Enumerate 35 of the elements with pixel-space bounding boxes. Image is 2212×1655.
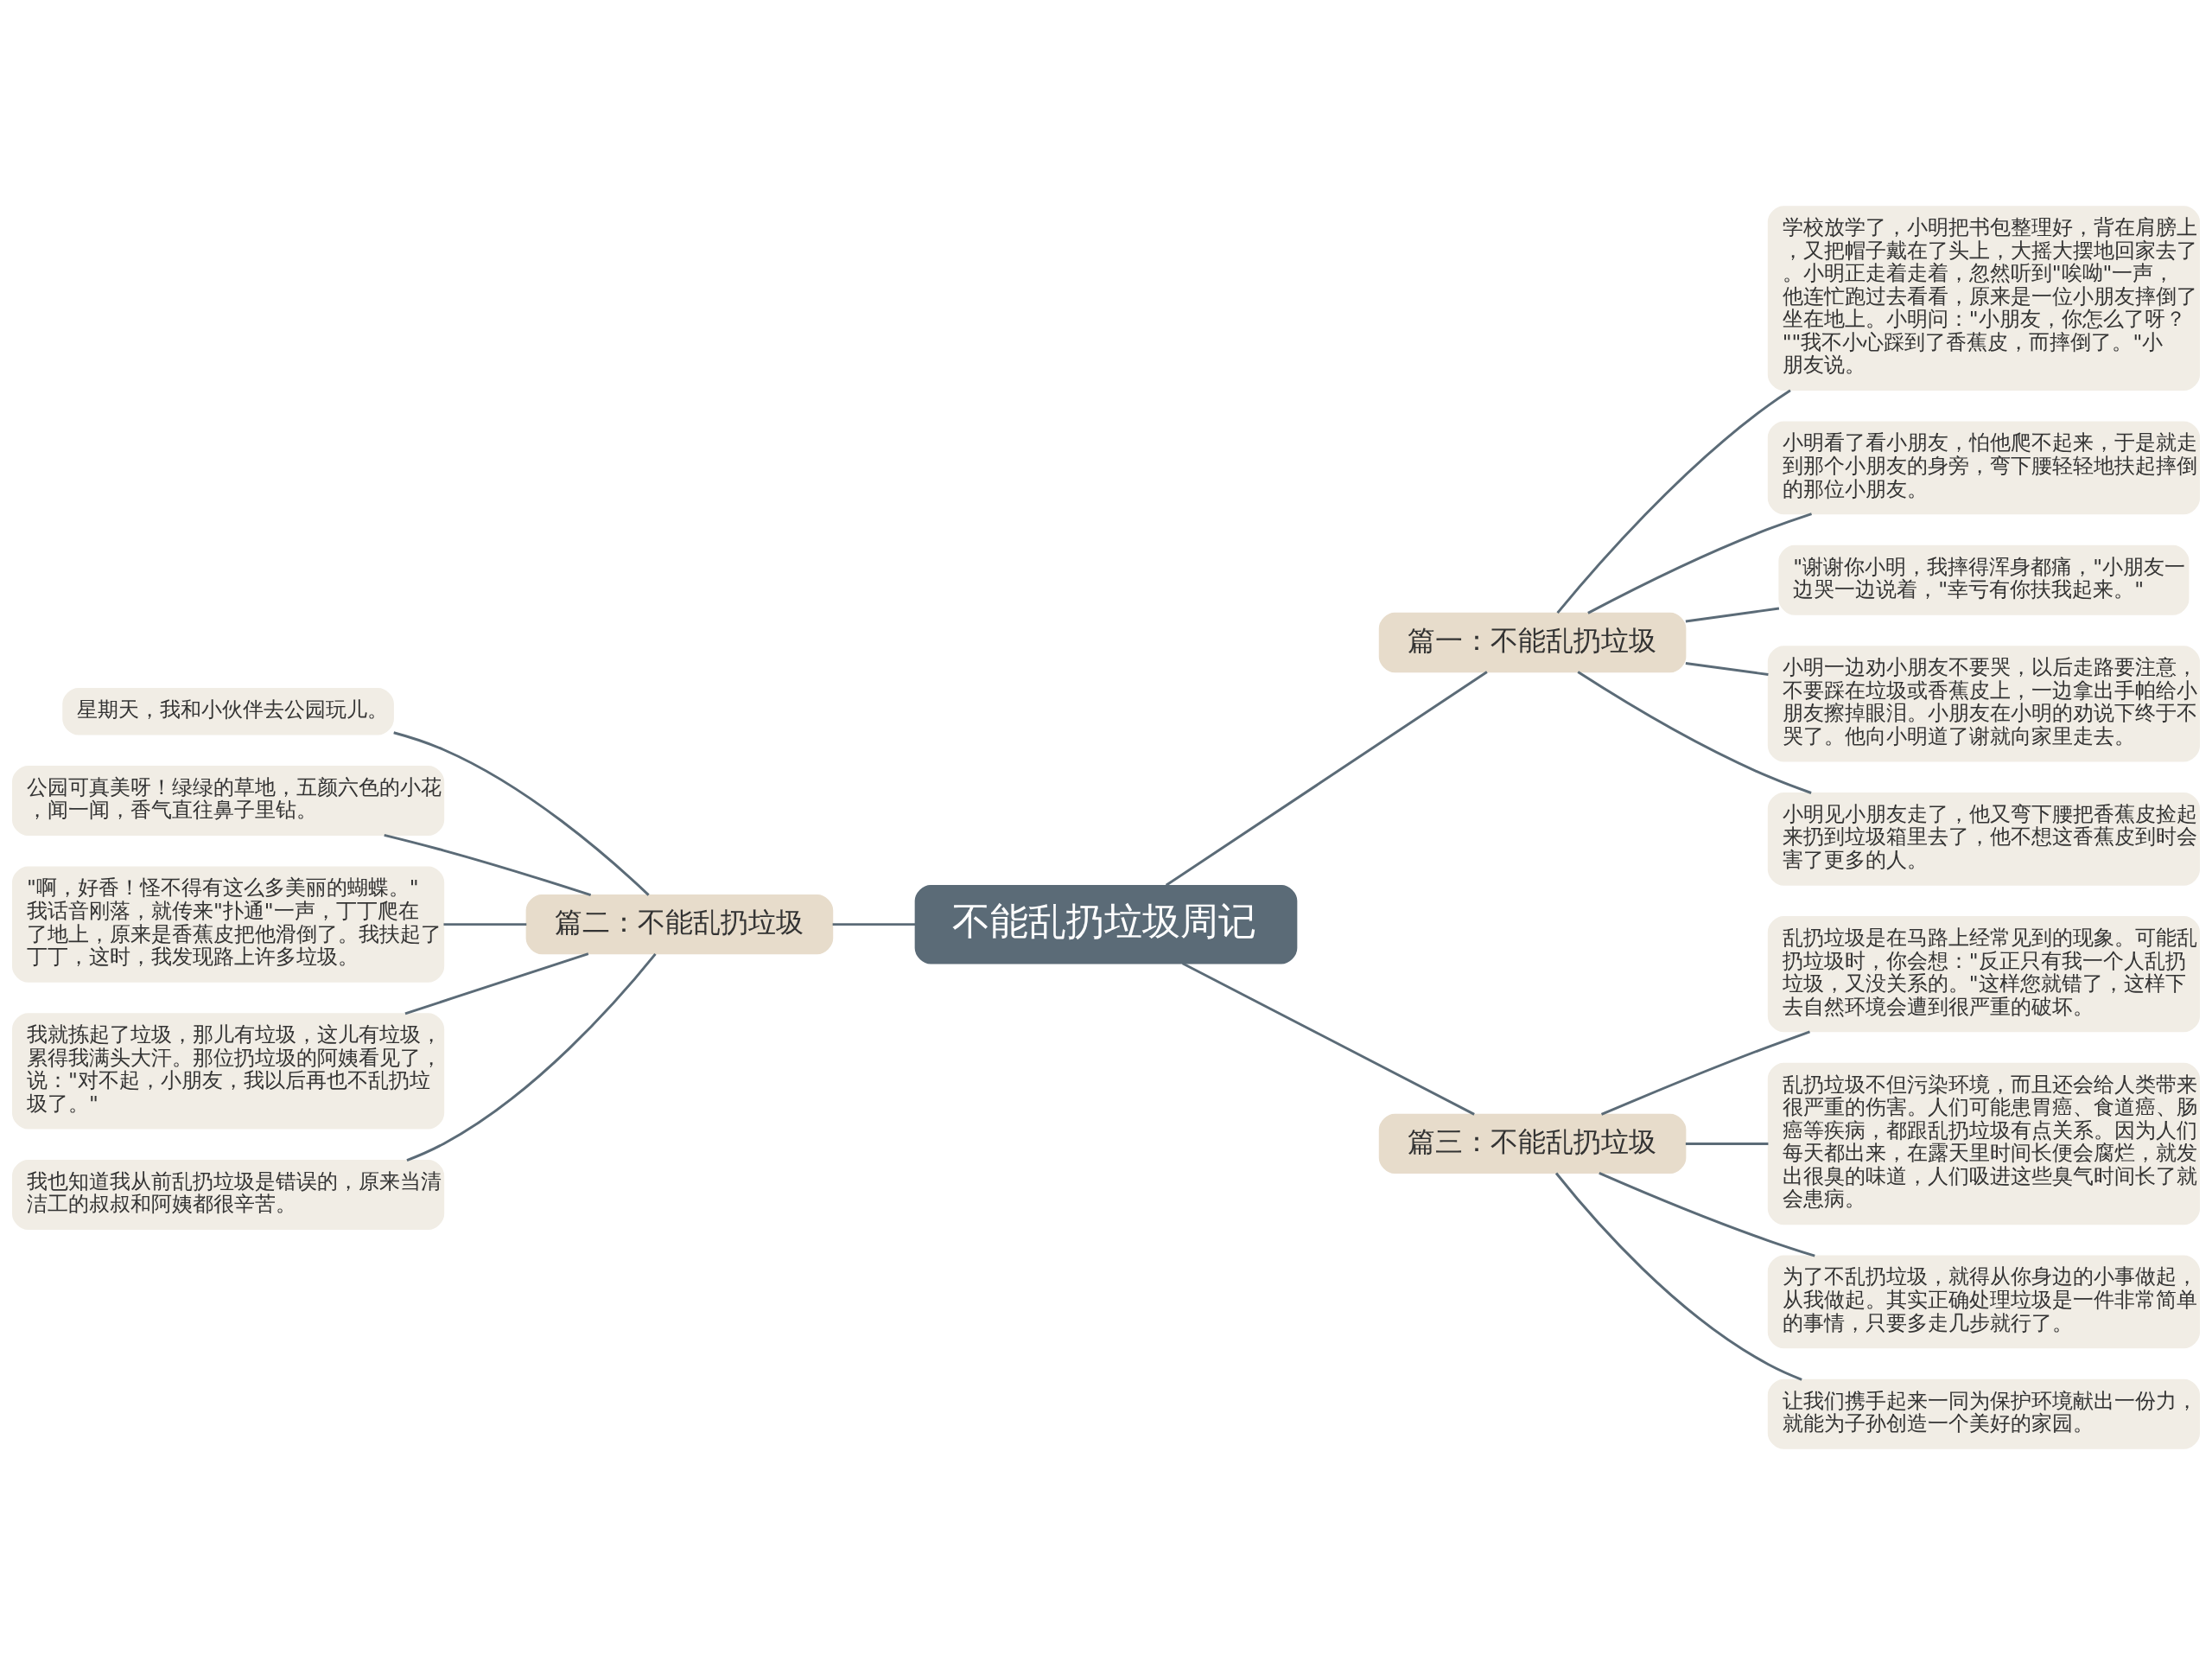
node-box: 学校放学了，小明把书包整理好，背在肩膀上，又把帽子戴在了头上，大摇大摆地回家去了。小明正走着走着，忽然听到"唉呦"一声，他连忙跑过去看看，原来是一位小朋友摔倒了坐在地上。小明问："小朋友，你怎么了呀？""我不小心踩到了香蕉皮，而摔倒了。"小朋友说。 <box>1767 206 2201 391</box>
node-box: 小明一边劝小朋友不要哭，以后走路要注意，不要踩在垃圾或香蕉皮上，一边拿出手帕给小朋友擦掉眼泪。小朋友在小明的劝说下终于不哭了。他向小明道了谢就向家里走去。 <box>1767 646 2201 762</box>
node-box: 小明见小朋友走了，他又弯下腰把香蕉皮捡起来扔到垃圾箱里去了，他不想这香蕉皮到时会害了更多的人。 <box>1767 792 2201 886</box>
connector <box>1600 1030 1810 1116</box>
connector <box>406 952 657 1162</box>
node-box: 篇一：不能乱扔垃圾 <box>1378 612 1687 673</box>
node-box: 我就拣起了垃圾，那儿有垃圾，这儿有垃圾，累得我满头大汗。那位扔垃圾的阿姨看见了，说："对不起，小朋友，我以后再也不乱扔垃圾了。" <box>11 1013 445 1130</box>
connector <box>1556 389 1791 614</box>
node-box: 公园可真美呀！绿绿的草地，五颜六色的小花，闻一闻，香气直往鼻子里钻。 <box>11 765 445 837</box>
connector <box>1577 671 1812 794</box>
connector <box>1685 607 1780 623</box>
connector <box>1599 1172 1815 1257</box>
connector <box>404 952 589 1015</box>
connector <box>384 833 592 897</box>
connector <box>832 923 916 926</box>
connector <box>443 923 527 926</box>
node-box: "啊，好香！怪不得有这么多美丽的蝴蝶。"我话音刚落，就传来"扑通"一声，丁丁爬在了地上，原来是香蕉皮把他滑倒了。我扶起了丁丁，这时，我发现路上许多垃圾。 <box>11 866 445 983</box>
node-box: 为了不乱扔垃圾，就得从你身边的小事做起，从我做起。其实正确处理垃圾是一件非常简单的事情，只要多走几步就行了。 <box>1767 1255 2201 1349</box>
connector <box>393 731 650 896</box>
connector <box>1587 512 1813 614</box>
node-box: 让我们携手起来一同为保护环境献出一份力，就能为子孙创造一个美好的家园。 <box>1767 1378 2201 1449</box>
node-box: 小明看了看小朋友，怕他爬不起来，于是就走到那个小朋友的身旁，弯下腰轻轻地扶起摔倒的那位小朋友。 <box>1767 421 2201 515</box>
connector <box>1685 1142 1769 1145</box>
connector <box>1165 671 1488 887</box>
node-box: 乱扔垃圾是在马路上经常见到的现象。可能乱扔垃圾时，你会想："反正只有我一个人乱扔垃圾，又没关系的。"这样您就错了，这样下去自然环境会遭到很严重的破坏。 <box>1767 916 2201 1033</box>
node-box: 篇二：不能乱扔垃圾 <box>525 894 834 955</box>
connector <box>1685 662 1769 676</box>
node-box: 不能乱扔垃圾周记 <box>914 884 1298 964</box>
node-box: 乱扔垃圾不但污染环境，而且还会给人类带来很严重的伤害。人们可能患胃癌、食道癌、肠癌等疾病，都跟乱扔垃圾有点关系。因为人们每天都出来，在露天里时间长便会腐烂，就发出很臭的味道，人们吸进这些臭气时间长了就会患病。 <box>1767 1062 2201 1225</box>
node-box: 我也知道我从前乱扔垃圾是错误的，原来当清洁工的叔叔和阿姨都很辛苦。 <box>11 1159 445 1231</box>
node-box: 星期天，我和小伙伴去公园玩儿。 <box>62 687 394 735</box>
node-box: 篇三：不能乱扔垃圾 <box>1378 1113 1687 1174</box>
connector <box>1554 1172 1802 1381</box>
node-box: "谢谢你小明，我摔得浑身都痛，"小朋友一边哭一边说着，"幸亏有你扶我起来。" <box>1778 544 2190 615</box>
connector <box>1181 962 1475 1116</box>
